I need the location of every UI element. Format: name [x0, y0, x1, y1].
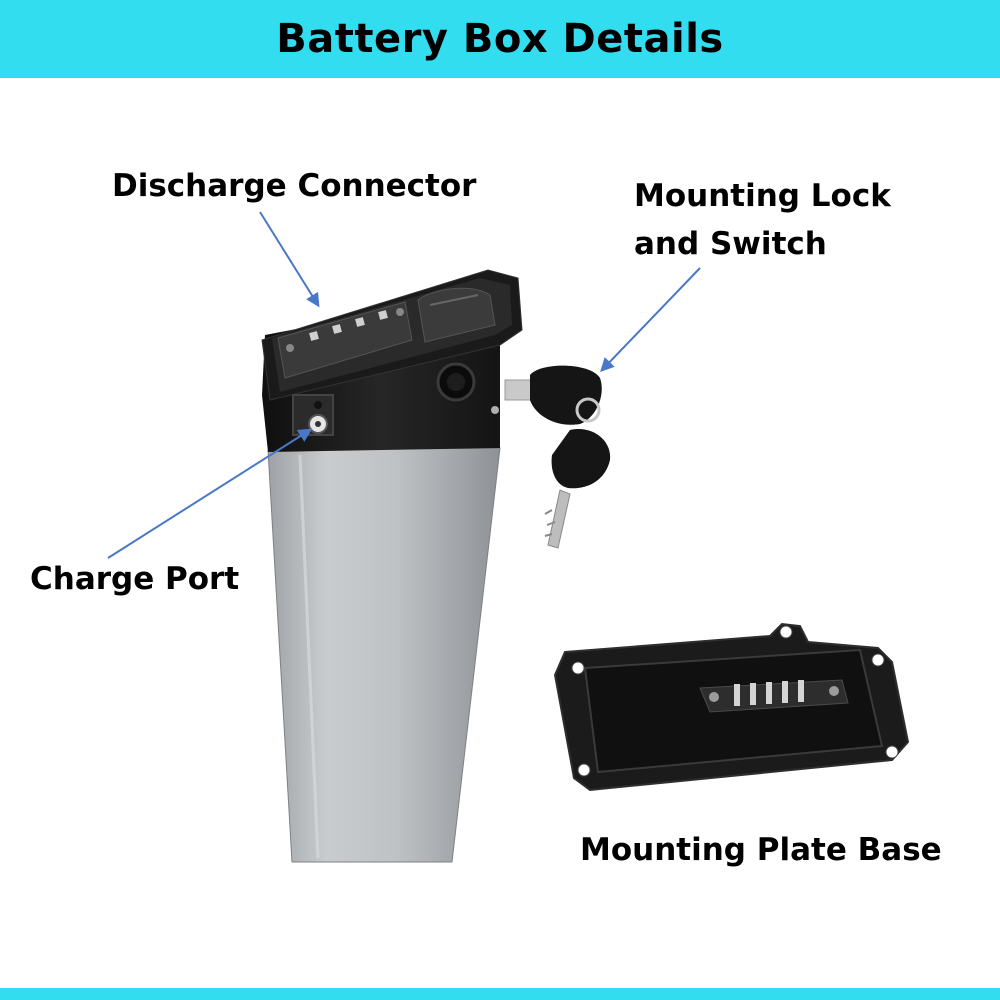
arrow-discharge-connector: [259, 211, 320, 308]
battery-box: [261, 269, 523, 863]
charge-port-label: Charge Port: [30, 561, 240, 597]
key-icon: [504, 365, 611, 549]
mounting-lock-label-line1: Mounting Lock: [634, 178, 891, 214]
mounting-plate-base-label: Mounting Plate Base: [580, 832, 942, 868]
arrow-mounting-lock: [600, 267, 701, 373]
discharge-connector-label: Discharge Connector: [112, 168, 477, 204]
mounting-lock-label-line2: and Switch: [634, 226, 827, 262]
callout-arrows: [107, 211, 701, 559]
charge-port: [292, 394, 334, 436]
discharge-connector: [277, 301, 413, 379]
header-bar: Battery Box Details: [0, 0, 1000, 78]
footer-bar: [0, 988, 1000, 1000]
arrow-charge-port: [107, 428, 313, 559]
page-title: Battery Box Details: [276, 16, 724, 62]
mounting-plate-base: [553, 622, 910, 792]
